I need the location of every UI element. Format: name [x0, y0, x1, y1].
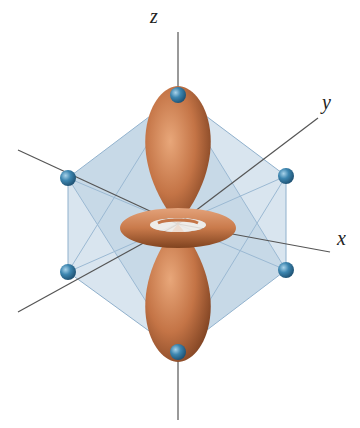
ligand-spheres [60, 87, 294, 360]
dz2-orbital [120, 86, 236, 362]
axis-label: z [150, 6, 158, 26]
axis-label: y [322, 92, 331, 112]
axis-label: x [337, 228, 346, 248]
axes [18, 32, 330, 420]
